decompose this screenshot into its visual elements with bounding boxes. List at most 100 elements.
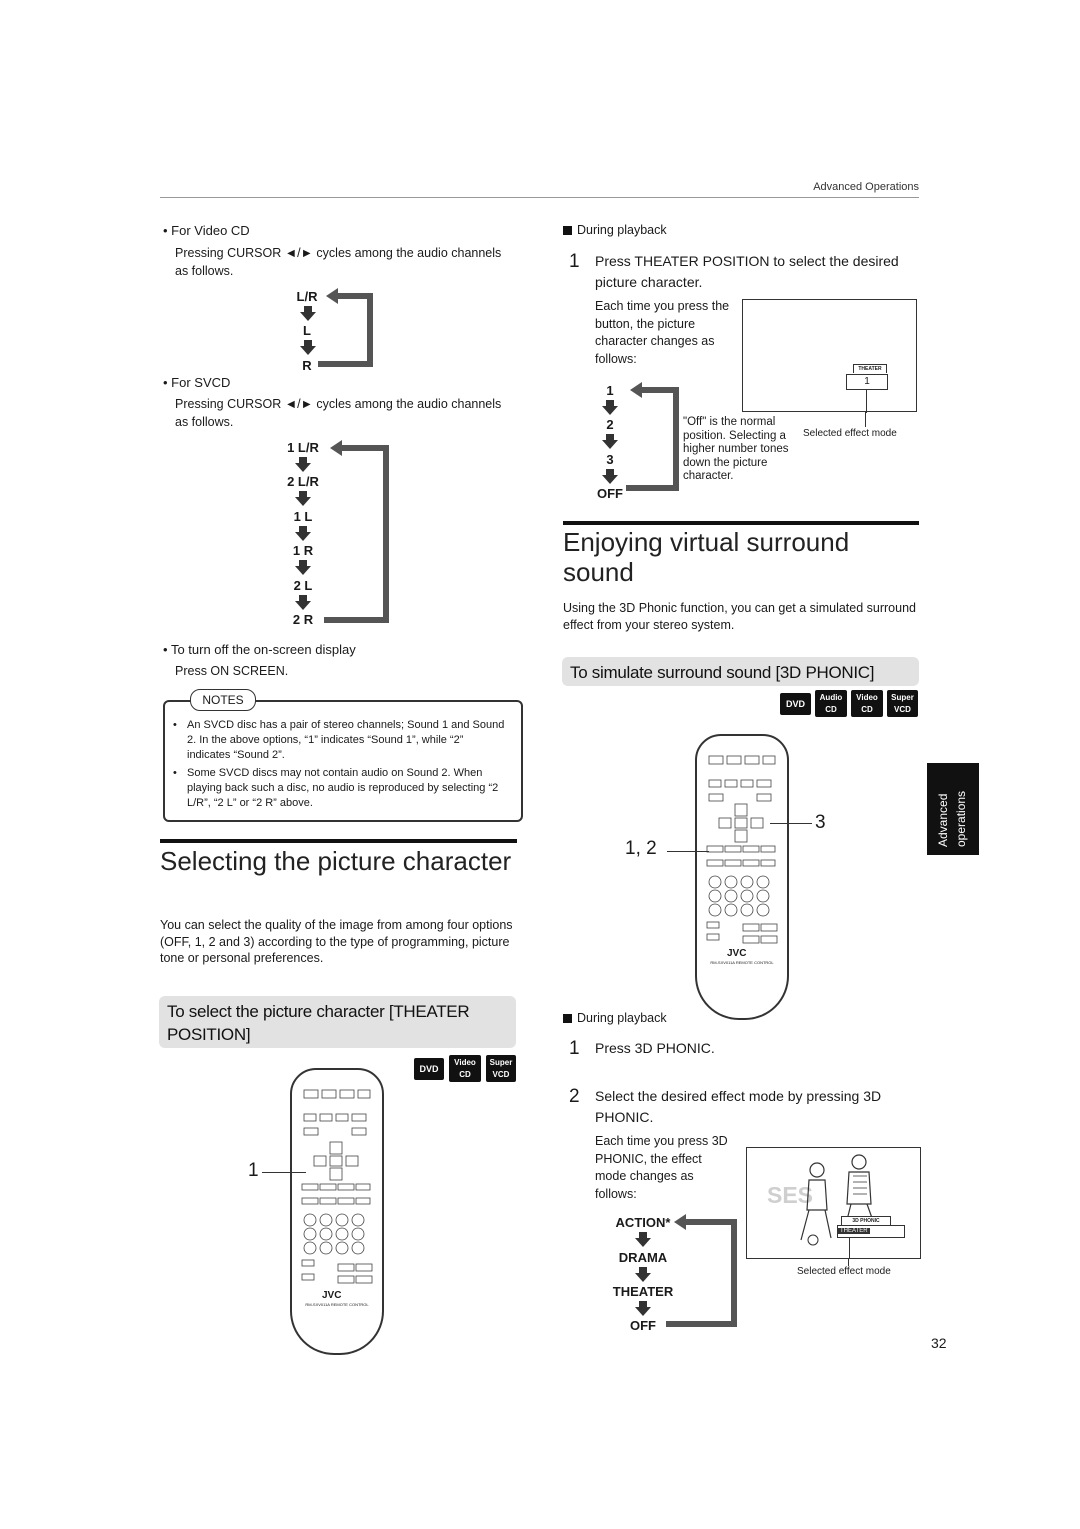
remote-brand: JVC xyxy=(322,1290,342,1301)
pointer-line xyxy=(848,1258,849,1266)
note-text: An SVCD disc has a pair of stereo channe… xyxy=(187,719,505,761)
dvd-logo: DVD xyxy=(414,1058,444,1080)
notes-box xyxy=(163,700,523,822)
callout-line xyxy=(770,823,812,824)
step-number: 2 xyxy=(569,1086,580,1107)
callout-line xyxy=(667,851,709,852)
pointer-line xyxy=(849,1237,850,1258)
down-arrow-icon xyxy=(295,526,311,541)
surround-intro: Using the 3D Phonic function, you can ge… xyxy=(563,601,916,632)
selected-effect-caption: Selected effect mode xyxy=(797,1266,891,1277)
seq-item: 1 xyxy=(606,383,614,398)
callout-line xyxy=(262,1172,306,1173)
seq-item: 1 L/R xyxy=(287,440,319,455)
note-item: • xyxy=(173,767,177,779)
loop-arrow xyxy=(666,1214,737,1327)
seq-item: DRAMA xyxy=(618,1250,668,1265)
down-arrow-icon xyxy=(635,1232,651,1247)
super-vcd-logo: Super VCD xyxy=(486,1055,516,1082)
subheading-theater-position: To select the picture character [THEATER… xyxy=(159,996,516,1048)
osd-label: THEATER xyxy=(853,364,887,373)
remote-brand: JVC xyxy=(727,948,747,959)
dvd-logo: DVD xyxy=(780,693,811,715)
side-tab-line2: operations xyxy=(954,790,968,847)
seq-item: 2 L xyxy=(293,578,313,593)
down-arrow-icon xyxy=(295,595,311,610)
note-item: • xyxy=(173,719,177,731)
seq-item: 2 L/R xyxy=(287,474,319,489)
remote-model: RM-SXV011A REMOTE CONTROL xyxy=(710,960,774,965)
tv-screen-photo: SES 3D PHONIC THEATER xyxy=(746,1147,921,1259)
loop-arrow xyxy=(626,382,679,491)
seq-item: OFF xyxy=(630,1318,656,1333)
super-vcd-logo: Super VCD xyxy=(887,690,918,717)
osd2-value: THEATER xyxy=(837,1225,905,1238)
video-cd-logo: Video CD xyxy=(851,690,883,717)
down-arrow-icon xyxy=(602,434,618,449)
side-tab: Advanced operations xyxy=(927,763,979,855)
seq-item: THEATER xyxy=(612,1284,674,1299)
seq-item: 3 xyxy=(606,452,614,467)
tv-screen: THEATER 1 xyxy=(742,299,917,413)
callout-label: 1 xyxy=(248,1160,259,1181)
during-playback-1: During playback xyxy=(563,222,667,240)
note-text: Some SVCD discs may not contain audio on… xyxy=(187,767,499,809)
callout-label: 1, 2 xyxy=(625,838,657,859)
svcd-bullet: • For SVCD xyxy=(163,375,231,390)
seq-item: R xyxy=(302,358,312,373)
loop-arrow xyxy=(318,288,373,367)
seq-item: ACTION* xyxy=(615,1215,671,1230)
soccer-players-image xyxy=(800,1154,878,1246)
osd2-label: 3D PHONIC xyxy=(841,1216,891,1225)
each-time-text: Each time you press the button, the pict… xyxy=(595,299,730,366)
video-cd-text: Pressing CURSOR ◄/► cycles among the aud… xyxy=(175,246,502,278)
remote-control: JVC RM-SXV011A REMOTE CONTROL xyxy=(695,734,789,1020)
side-tab-line1: Advanced xyxy=(936,793,950,847)
notes-label: NOTES xyxy=(190,689,256,711)
header-rule xyxy=(160,197,919,198)
down-arrow-icon xyxy=(602,469,618,484)
osd-value: 1 xyxy=(846,374,888,390)
section-rule xyxy=(563,521,919,525)
theater-note: "Off" is the normal position. Selecting … xyxy=(683,416,789,482)
photo-overlay-text: SES xyxy=(767,1182,814,1208)
svcd-text: Pressing CURSOR ◄/► cycles among the aud… xyxy=(175,397,502,429)
down-arrow-icon xyxy=(295,560,311,575)
audio-cd-logo: Audio CD xyxy=(815,690,847,717)
callout-label: 3 xyxy=(815,812,826,833)
down-arrow-icon xyxy=(602,400,618,415)
remote-model: RM-SXV011A REMOTE CONTROL xyxy=(305,1302,369,1307)
step-number: 1 xyxy=(569,1038,580,1059)
seq-item: 1 L xyxy=(293,509,313,524)
remote-buttons xyxy=(706,755,778,944)
down-arrow-icon xyxy=(300,306,316,321)
remote-buttons xyxy=(301,1089,373,1284)
seq-item: 2 xyxy=(606,417,614,432)
selected-effect-caption: Selected effect mode xyxy=(803,428,897,439)
down-arrow-icon xyxy=(295,491,311,506)
page-number: 32 xyxy=(931,1335,947,1351)
video-cd-logo: Video CD xyxy=(449,1055,481,1082)
seq-item: L/R xyxy=(296,289,318,304)
down-arrow-icon xyxy=(635,1267,651,1282)
during-playback-2: During playback xyxy=(563,1010,667,1028)
turnoff-bullet: • To turn off the on-screen display xyxy=(163,642,356,657)
pointer-line xyxy=(865,411,866,427)
down-arrow-icon xyxy=(300,340,316,355)
down-arrow-icon xyxy=(295,457,311,472)
step-text: Press THEATER POSITION to select the des… xyxy=(595,253,899,290)
section-rule xyxy=(160,839,517,843)
section-heading-surround: Enjoying virtual surround sound xyxy=(563,527,850,587)
step-text: Select the desired effect mode by pressi… xyxy=(595,1088,882,1125)
video-cd-bullet: • For Video CD xyxy=(163,223,250,238)
pointer-line xyxy=(866,389,867,413)
step-text: Press 3D PHONIC. xyxy=(595,1040,715,1056)
picture-intro: You can select the quality of the image … xyxy=(160,918,513,965)
down-arrow-icon xyxy=(635,1301,651,1316)
section-header: Advanced Operations xyxy=(813,181,919,193)
seq-item: L xyxy=(303,323,311,338)
section-heading-picture: Selecting the picture character xyxy=(160,846,512,876)
remote-control: JVC RM-SXV011A REMOTE CONTROL xyxy=(290,1068,384,1355)
turnoff-text: Press ON SCREEN. xyxy=(175,664,289,678)
loop-arrow xyxy=(324,440,389,623)
